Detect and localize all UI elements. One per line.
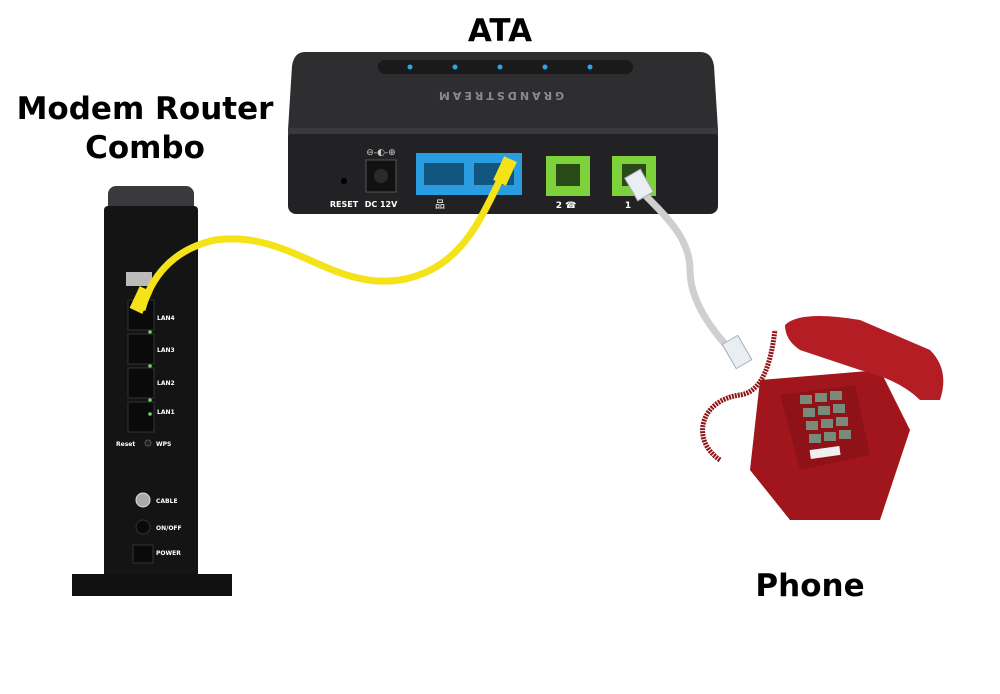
cable-label: CABLE [156, 498, 178, 505]
phone-port-1-label: 1 [625, 201, 631, 211]
handset[interactable] [785, 316, 944, 400]
lan3-label: LAN3 [157, 347, 175, 354]
modem-reset-label: Reset [116, 441, 135, 448]
status-leds [407, 64, 593, 70]
power-label: POWER [156, 550, 181, 557]
polarity-icon: ⊖-◐-⊕ [366, 148, 395, 158]
phone-port-2-label: 2 ☎ [556, 201, 577, 211]
network-icon: 品 [435, 199, 445, 211]
lan1-label: LAN1 [157, 409, 175, 416]
telephone [700, 316, 944, 520]
lan1-port[interactable] [127, 401, 155, 433]
rj11-plug-phone [721, 334, 753, 370]
phone-line-cable [637, 187, 743, 363]
power-jack[interactable] [132, 544, 154, 564]
coiled-cord [700, 329, 778, 463]
on-off-button[interactable] [135, 519, 151, 535]
reset-hole[interactable] [341, 178, 347, 184]
ethernet-plug-modem [129, 286, 153, 314]
wps-label: WPS [156, 441, 171, 448]
rj11-plug-ata [624, 168, 654, 202]
onoff-label: ON/OFF [156, 525, 182, 532]
dc-label: DC 12V [365, 200, 398, 209]
ata-label: ATA [467, 13, 533, 49]
keypad[interactable] [800, 391, 851, 443]
usb-port[interactable] [126, 272, 152, 286]
coax-connector[interactable] [135, 492, 151, 508]
ethernet-plug-ata [493, 156, 517, 186]
lan-port-1[interactable] [424, 163, 464, 185]
ata-device: GRANDSTREAM RESET ⊖-◐-⊕ DC 12V 品 2 ☎ 1 [288, 52, 718, 214]
modem-label-line2: Combo [85, 129, 205, 166]
lan3-port[interactable] [127, 333, 155, 365]
modem-router-label: Modem Router Combo [10, 90, 280, 168]
ethernet-cable [138, 178, 504, 311]
phone-label: Phone [755, 568, 865, 604]
lan4-label: LAN4 [157, 315, 175, 322]
modem-router-device: LAN4 LAN3 LAN2 LAN1 Reset WPS CABLE ON/O… [72, 186, 232, 596]
led-strip [378, 60, 633, 74]
modem-label-line1: Modem Router [16, 91, 274, 127]
wps-button[interactable] [144, 439, 152, 447]
brand-text: GRANDSTREAM [436, 89, 564, 102]
lan2-port[interactable] [127, 367, 155, 399]
lan2-label: LAN2 [157, 380, 175, 387]
reset-label: RESET [330, 200, 359, 209]
